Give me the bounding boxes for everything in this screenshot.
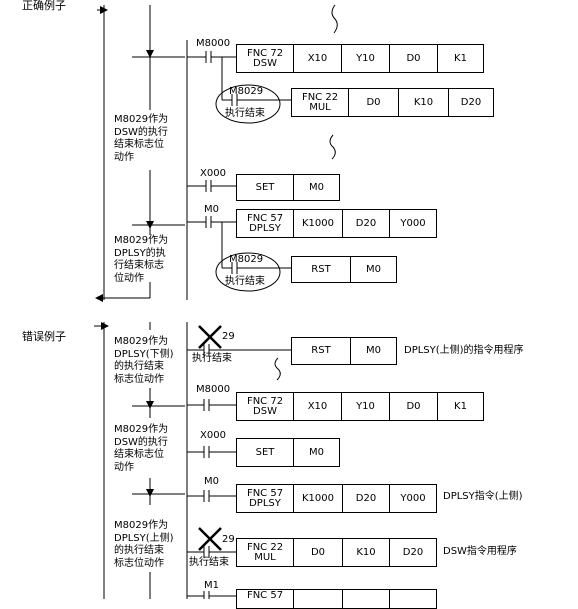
operand-box: D20 (448, 88, 494, 117)
operand-box: K1000 (293, 484, 343, 513)
operand-box: K10 (398, 88, 449, 117)
operand-box: D20 (342, 484, 390, 513)
operand-box: K1 (437, 392, 484, 421)
section-title-wrong: 错误例子 (22, 330, 66, 343)
comment-dplsy-upper-rst: DPLSY(上侧)的指令用程序 (404, 345, 524, 356)
exec-end-label: 执行结束 (192, 353, 232, 364)
contact-label-crossed: 29 (222, 331, 235, 342)
exec-end-label: 执行结束 (225, 108, 265, 119)
operand-box: X10 (293, 44, 342, 73)
contact-label-m8029: M8029 (229, 254, 264, 265)
operand-box: K1000 (293, 209, 343, 238)
exec-end-label: 执行结束 (225, 276, 265, 287)
operand-box: D0 (389, 44, 438, 73)
instr-box-set: SET (236, 438, 294, 467)
contact-label-m1: M1 (204, 580, 219, 591)
operand-box: D20 (389, 538, 437, 567)
instr-box-partial: FNC 57 (236, 589, 294, 609)
operand-box: M0 (293, 174, 340, 201)
cross-mark (198, 325, 222, 349)
contact-label-crossed: 29 (222, 534, 235, 545)
contact-label-m8000: M8000 (196, 384, 231, 395)
highlight-ellipse (215, 252, 281, 292)
contact-label-m0: M0 (204, 204, 219, 215)
operand-box: Y000 (389, 209, 437, 238)
operand-box: M0 (350, 337, 397, 365)
cross-mark (198, 527, 222, 551)
contact-label-m8029: M8029 (229, 86, 264, 97)
break-mark (331, 4, 338, 34)
highlight-ellipse (215, 84, 281, 124)
comment-dplsy-upper: DPLSY指令(上侧) (443, 491, 523, 502)
instr-box-rst: RST (291, 337, 351, 365)
operand-box: D0 (293, 538, 343, 567)
operand-box (389, 589, 437, 609)
operand-box: K1 (437, 44, 484, 73)
operand-box: D20 (342, 209, 390, 238)
operand-box: Y10 (341, 44, 390, 73)
operand-box: M0 (350, 256, 397, 283)
contact-label-m8000: M8000 (196, 38, 231, 49)
comment-dsw-prog: DSW指令用程序 (443, 546, 517, 557)
operand-box: Y000 (389, 484, 437, 513)
instr-box-rst: RST (291, 256, 351, 283)
contact-label-x000: X000 (200, 168, 226, 179)
operand-box: X10 (293, 392, 342, 421)
operand-box (342, 589, 390, 609)
contact-label-x000: X000 (200, 430, 226, 441)
operand-box: D0 (348, 88, 399, 117)
operand-box: Y10 (341, 392, 390, 421)
exec-end-label: 执行结束 (189, 557, 229, 568)
operand-box: D0 (389, 392, 438, 421)
instr-box-set: SET (236, 174, 294, 201)
operand-box (293, 589, 343, 609)
contact-label-m0: M0 (204, 476, 219, 487)
operand-box: M0 (293, 438, 340, 467)
operand-box: K10 (342, 538, 390, 567)
section-title-correct: 正确例子 (22, 0, 66, 12)
break-mark (329, 134, 336, 160)
break-mark (274, 357, 281, 381)
